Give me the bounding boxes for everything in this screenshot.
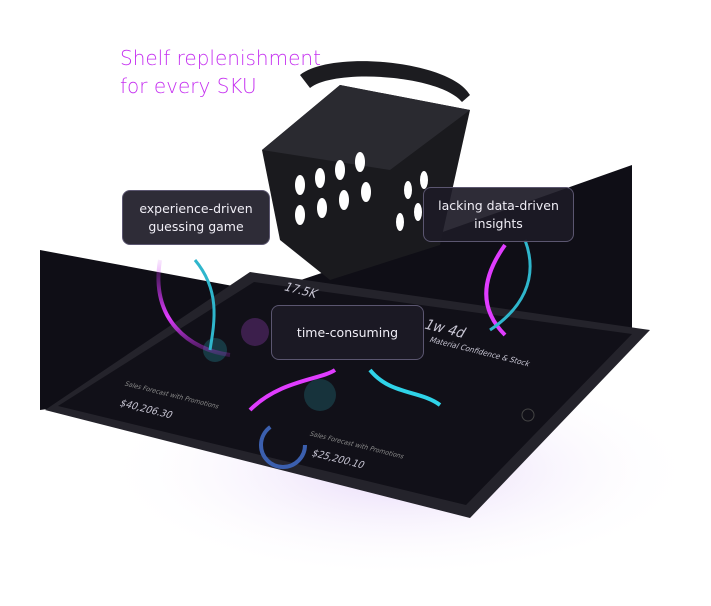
magenta-arc [156, 259, 231, 357]
donut-chart [259, 421, 307, 469]
bubble-experience-driven: experience-driven guessing game [122, 190, 270, 245]
home-button [521, 408, 535, 422]
bubble-time-consuming: time-consuming [271, 305, 424, 360]
headline: Shelf replenishment for every SKU [120, 44, 321, 100]
headline-line-2: for every SKU [120, 74, 257, 98]
headline-line-1: Shelf replenishment [120, 46, 321, 70]
bubble-lacking-insights: lacking data-driven insights [423, 187, 574, 242]
basket-icon [262, 61, 470, 280]
tablet-screen [58, 282, 632, 505]
